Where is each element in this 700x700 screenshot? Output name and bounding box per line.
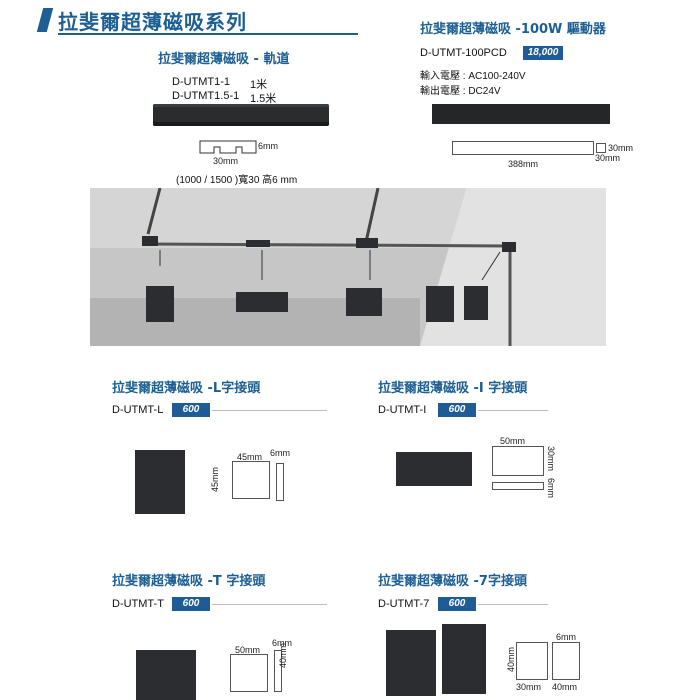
room-l-connector [142,236,158,246]
l-connector-image [135,450,185,514]
track-spec: (1000 / 1500 )寬30 高6 mm [176,175,298,186]
room-i-detail [236,292,288,312]
t-connector-side-profile [274,650,282,692]
room-l-detail [146,286,174,322]
i-connector-side-profile [492,482,544,490]
t-connector-image [136,650,196,700]
l-connector-dim-height: 6mm [270,448,290,458]
room-illustration [90,188,606,346]
t-connector-price-badge: 600 [172,597,210,611]
l-connector-side-profile [276,463,284,501]
7-connector-price-badge: 600 [438,597,476,611]
7-connector-dim-width-b: 40mm [552,682,578,692]
room-t-connector [356,238,378,248]
room-track-lines [146,188,512,346]
page-title: 拉斐爾超薄磁吸系列 [58,10,247,34]
i-connector-dim-height: 30mm [546,446,556,472]
i-connector-image [396,452,472,486]
track-length-1: 1米 [250,79,268,91]
room-7-connector [502,242,516,252]
i-connector-rule [478,410,548,411]
room-i-connector [246,240,270,247]
7-connector-diagram-b [552,642,580,680]
driver-end-profile [596,143,606,153]
t-connector-dim-depth: 40mm [278,642,288,668]
track-length-2: 1.5米 [250,93,277,105]
l-connector-title: 拉斐爾超薄磁吸 -L字接頭 [112,381,261,396]
t-connector-code: D-UTMT-T [112,598,164,610]
i-connector-dim-width: 50mm [500,436,526,446]
i-connector-dim-depth: 6mm [546,478,556,498]
room-t-detail [346,288,382,316]
l-connector-rule [212,410,327,411]
l-connector-dim-depth: 45mm [210,466,220,492]
l-connector-code: D-UTMT-L [112,404,164,416]
i-connector-diagram [492,446,544,476]
7-connector-rule [478,604,548,605]
7-connector-dim-height: 40mm [506,646,516,672]
driver-code: D-UTMT-100PCD [420,47,507,59]
driver-output: 輸出電壓 : DC24V [420,86,501,97]
driver-input: 輸入電壓 : AC100-240V [420,71,526,82]
t-connector-dim-height: 6mm [272,638,292,648]
7-connector-dim-thickness: 6mm [556,632,576,642]
track-code-1: D-UTMT1-1 [172,76,231,88]
7-connector-dim-width-a: 30mm [516,682,542,692]
driver-dim-a: 30mm [608,143,634,153]
t-connector-rule [212,604,327,605]
7-connector-diagram-a [516,642,548,680]
7-connector-code: D-UTMT-7 [378,598,430,610]
driver-outline-diagram [452,141,594,155]
header-accent [36,8,54,32]
room-7-detail-a [426,286,454,322]
driver-title: 拉斐爾超薄磁吸 -100W 驅動器 [420,22,606,37]
track-profile-diagram [199,140,257,154]
track-title: 拉斐爾超薄磁吸 - 軌道 [158,52,290,67]
i-connector-title: 拉斐爾超薄磁吸 -I 字接頭 [378,381,528,396]
header-underline [58,33,358,35]
driver-dim-b: 30mm [595,153,621,163]
t-connector-diagram [230,654,268,692]
driver-image [432,104,610,124]
i-connector-code: D-UTMT-I [378,404,427,416]
t-connector-dim-width: 50mm [235,645,261,655]
t-connector-title: 拉斐爾超薄磁吸 -T 字接頭 [112,574,266,589]
driver-dim-length: 388mm [508,159,539,169]
7-connector-title: 拉斐爾超薄磁吸 -7字接頭 [378,574,527,589]
track-dim-height: 6mm [258,141,278,151]
track-rail-image [153,104,329,126]
track-dim-width: 30mm [213,156,239,166]
track-code-2: D-UTMT1.5-1 [172,90,240,102]
i-connector-price-badge: 600 [438,403,476,417]
l-connector-diagram [232,461,270,499]
7-connector-image-b [442,624,486,694]
l-connector-price-badge: 600 [172,403,210,417]
7-connector-image-a [386,630,436,696]
room-7-detail-b [464,286,488,320]
driver-price-badge: 18,000 [523,46,563,60]
l-connector-dim-width: 45mm [237,452,263,462]
